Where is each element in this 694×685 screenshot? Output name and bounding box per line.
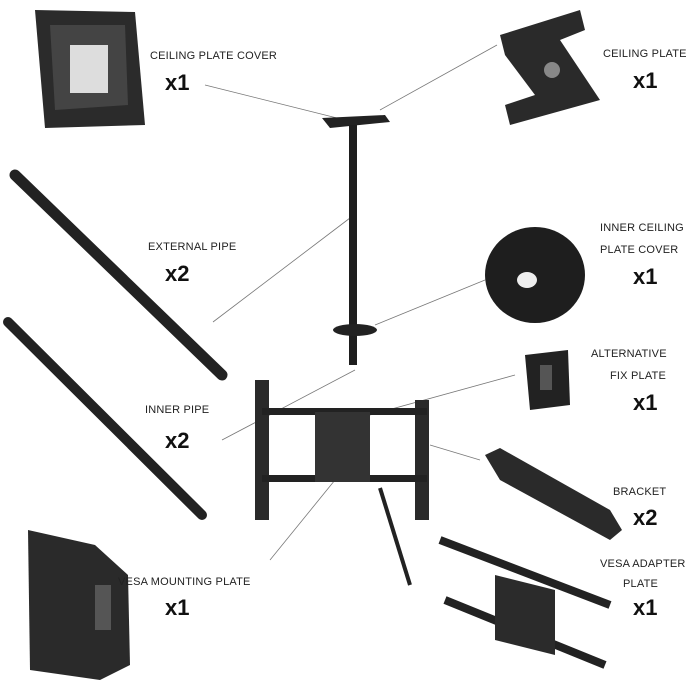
inner-ceiling-plate-cover-qty: x1: [633, 264, 658, 289]
vesa-mounting-plate-label: VESA MOUNTING PLATE: [118, 576, 251, 588]
vesa-adapter-plate-image: [438, 536, 612, 669]
vesa-adapter-plate-label-line2: PLATE: [623, 578, 659, 590]
inner-ceiling-plate-cover-label-line2: PLATE COVER: [600, 244, 679, 256]
alternative-fix-plate-label-line1: ALTERNATIVE: [591, 348, 667, 360]
inner-pipe-label: INNER PIPE: [145, 404, 210, 416]
inner-ceiling-plate-cover-label-line1: INNER CEILING: [600, 222, 684, 234]
ceiling-plate-qty: x1: [633, 68, 658, 93]
assembled-mount-image: [255, 115, 429, 586]
external-pipe-label: EXTERNAL PIPE: [148, 241, 237, 253]
vesa-mounting-plate-image: [28, 530, 130, 680]
inner-pipe-image: [3, 317, 207, 520]
vesa-adapter-plate-qty: x1: [633, 595, 658, 620]
ceiling-plate-cover-label: CEILING PLATE COVER: [150, 50, 278, 62]
external-pipe-qty: x2: [165, 261, 190, 286]
ceiling-plate-label: CEILING PLATE: [603, 48, 687, 60]
bracket-image: [485, 448, 622, 540]
inner-pipe-qty: x2: [165, 428, 190, 453]
bracket-label: BRACKET: [613, 486, 667, 498]
bracket-qty: x2: [633, 505, 658, 530]
ceiling-plate-cover-image: [35, 10, 145, 128]
alternative-fix-plate-label-line2: FIX PLATE: [610, 370, 666, 382]
vesa-adapter-plate-label-line1: VESA ADAPTER: [600, 558, 686, 570]
ceiling-plate-cover-qty: x1: [165, 70, 190, 95]
alternative-fix-plate-image: [525, 350, 570, 410]
vesa-mounting-plate-qty: x1: [165, 595, 190, 620]
leader-lines: [204, 44, 516, 581]
external-pipe-image: [9, 169, 228, 381]
inner-ceiling-plate-cover-image: [485, 227, 585, 323]
ceiling-plate-image: [500, 10, 600, 125]
alternative-fix-plate-qty: x1: [633, 390, 658, 415]
